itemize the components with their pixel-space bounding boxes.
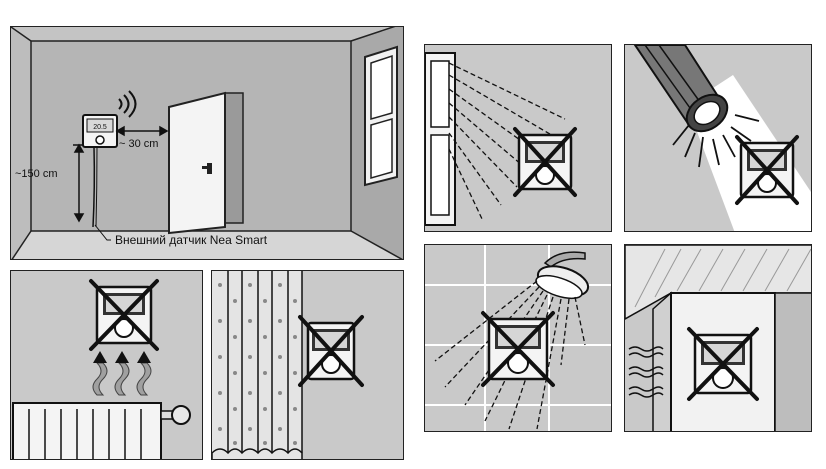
thermostat-icon: 20.5 [83, 115, 117, 147]
curtain-panel [211, 270, 404, 460]
curtain [212, 271, 302, 460]
shower-panel [424, 244, 612, 432]
up-arrows [93, 351, 151, 363]
room-illustration: 20.5 ~ 30 cm ~150 cm Внешний датчик [11, 27, 404, 260]
spotlight-illustration [625, 45, 812, 232]
thermostat-display-value: 20.5 [93, 124, 107, 131]
window [365, 47, 397, 185]
shower-head-icon [533, 252, 591, 303]
shower-illustration [425, 245, 612, 432]
external-wall-panel [624, 244, 812, 432]
distance-label: ~ 30 cm [119, 138, 158, 150]
direct-light-panel [624, 44, 812, 232]
external-wall-illustration [625, 245, 812, 432]
curtain-illustration [212, 271, 404, 460]
radiator-heat-panel [10, 270, 203, 460]
door [169, 93, 243, 233]
radiator [13, 403, 190, 460]
window-draft-illustration [425, 45, 612, 232]
heat-waves-icon [93, 363, 151, 395]
sensor-caption: Внешний датчик Nea Smart [115, 233, 268, 247]
radiator-illustration [11, 271, 203, 460]
height-label: ~150 cm [15, 168, 58, 180]
window-draft-panel [424, 44, 612, 232]
window [425, 53, 455, 225]
room-placement-panel: 20.5 ~ 30 cm ~150 cm Внешний датчик [10, 26, 404, 260]
